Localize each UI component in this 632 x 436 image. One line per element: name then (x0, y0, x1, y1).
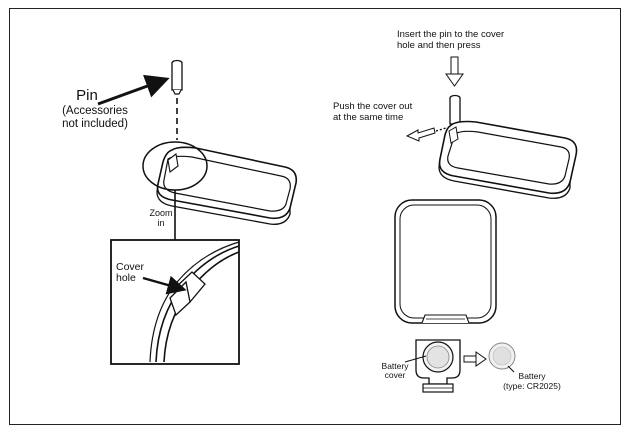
push-out-arrow-icon (405, 127, 447, 142)
battery-line1: Battery (518, 371, 546, 381)
cover-hole-pointer (142, 275, 187, 295)
battery-cover-large-icon (394, 199, 497, 324)
instruction-push-line1: Push the cover out (333, 101, 413, 112)
instruction-insert: Insert the pin to the cover hole and the… (397, 29, 504, 52)
pin-note-line2: not included) (62, 117, 128, 130)
right-arrow-icon (463, 351, 487, 367)
instruction-push: Push the cover out at the same time (333, 101, 412, 124)
cover-hole-line2: hole (116, 272, 136, 285)
cover-hole-label: Cover hole (116, 261, 145, 285)
pin-pointer-arrow (97, 74, 170, 106)
battery-cover-label: Battery cover (377, 361, 413, 381)
pin-note-line1: (Accessories (62, 105, 128, 117)
battery-label: Battery (type: CR2025) (492, 371, 572, 392)
pin-icon (171, 59, 183, 95)
instruction-insert-line1: Insert the pin to the cover (397, 29, 505, 40)
cover-hole-line1: Cover (116, 261, 145, 273)
battery-cover-line2: cover (384, 370, 406, 381)
battery-line2: (type: CR2025) (503, 380, 561, 391)
device-right-icon (438, 120, 578, 199)
zoom-label: Zoom in (146, 208, 176, 229)
instruction-push-line2: at the same time (333, 112, 404, 124)
pin-label: Pin (76, 87, 98, 104)
instruction-insert-line2: hole and then press (397, 40, 481, 52)
press-down-arrow-icon (445, 56, 464, 87)
battery-pointer (507, 365, 515, 373)
zoom-line1: Zoom (149, 208, 173, 218)
battery-cover-small-icon (415, 339, 461, 393)
cover-hole-small-icon (167, 153, 179, 173)
device-left-icon (156, 146, 298, 225)
zoom-line2: in (157, 218, 165, 229)
battery-icon (488, 342, 516, 370)
battery-cover-line1: Battery (381, 361, 409, 371)
pin-note: (Accessories not included) (50, 105, 140, 130)
zoom-detail-box (110, 239, 240, 365)
battery-cover-pointer (404, 355, 427, 363)
